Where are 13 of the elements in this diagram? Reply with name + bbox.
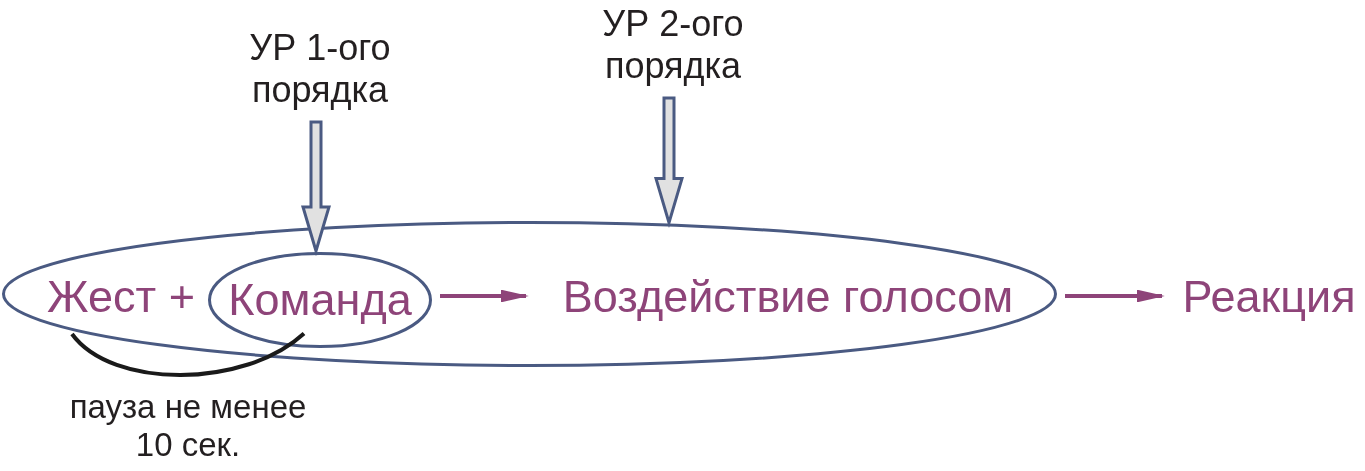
arrow	[440, 289, 528, 303]
ellipse-node	[2, 221, 1057, 367]
ellipse-node	[208, 252, 432, 348]
node-text: УР 2-ого порядка	[601, 2, 745, 88]
block-arrow	[654, 96, 684, 228]
block-arrow	[301, 120, 331, 257]
curved-connector	[70, 331, 306, 377]
node-text: Жест +	[47, 270, 195, 324]
node-text: Команда	[228, 273, 412, 327]
arrow	[1065, 289, 1164, 303]
node-text: Реакция	[1182, 270, 1356, 324]
node-text: Воздействие голосом	[562, 270, 1014, 324]
node-text: УР 1-ого порядка	[248, 26, 392, 112]
